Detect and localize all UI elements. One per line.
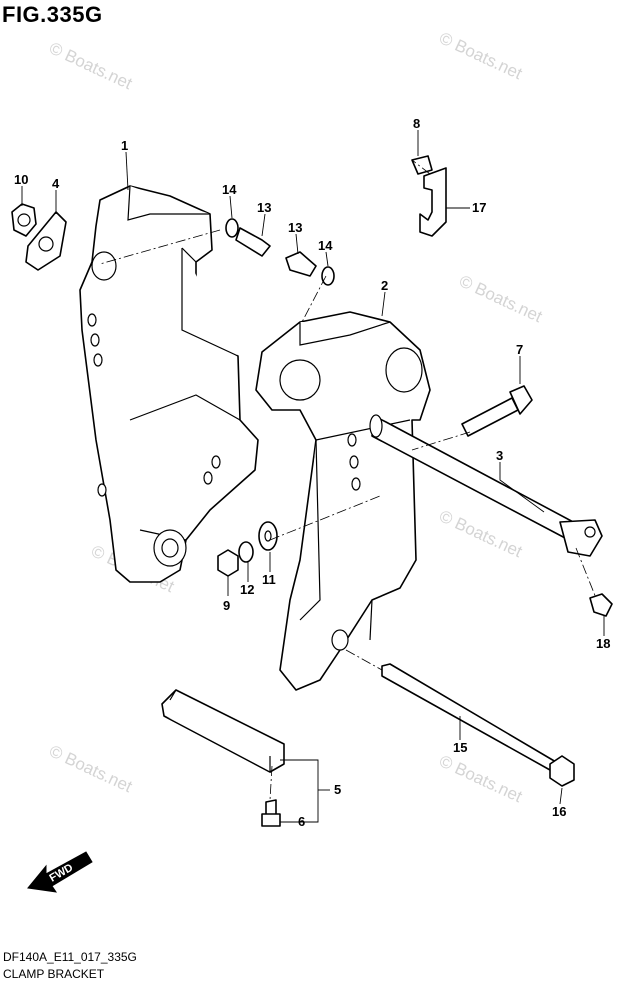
callout-16: 16 <box>552 804 566 819</box>
bolt-7 <box>461 385 533 437</box>
washer-14b <box>321 266 335 286</box>
callout-3: 3 <box>496 448 503 463</box>
callout-5: 5 <box>334 782 341 797</box>
callouts: 1 10 4 14 13 13 14 2 8 17 7 3 9 12 11 18… <box>14 116 610 829</box>
callout-17: 17 <box>472 200 486 215</box>
nut-10 <box>11 203 37 237</box>
plate-5 <box>161 689 285 773</box>
watermark: © Boats.net <box>436 506 525 561</box>
leader-lines <box>21 130 605 823</box>
washer-11 <box>258 521 278 551</box>
callout-18: 18 <box>596 636 610 651</box>
bolt-18 <box>589 593 613 617</box>
rod-15 <box>381 663 557 771</box>
washer-14a <box>225 218 239 238</box>
watermark: © Boats.net <box>46 741 135 796</box>
forward-arrow-icon: FWD <box>27 851 93 893</box>
callout-4: 4 <box>52 176 60 191</box>
clip-17 <box>419 167 447 237</box>
watermark: © Boats.net <box>436 28 525 83</box>
callout-13a: 13 <box>257 200 271 215</box>
callout-1: 1 <box>121 138 128 153</box>
nut-16 <box>549 755 575 787</box>
callout-13b: 13 <box>288 220 302 235</box>
watermark: © Boats.net <box>456 271 545 326</box>
callout-10: 10 <box>14 172 28 187</box>
callout-14b: 14 <box>318 238 333 253</box>
washer-12 <box>238 541 254 563</box>
bolt-13a <box>235 227 271 257</box>
callout-6: 6 <box>298 814 305 829</box>
screw-6 <box>261 799 281 827</box>
watermark: © Boats.net <box>436 751 525 806</box>
figure-name: CLAMP BRACKET <box>3 967 105 981</box>
watermark: © Boats.net <box>46 38 135 93</box>
callout-15: 15 <box>453 740 467 755</box>
callout-12: 12 <box>240 582 254 597</box>
figure-code: DF140A_E11_017_335G <box>3 950 137 964</box>
clamp-bracket-right <box>255 311 431 691</box>
callout-9: 9 <box>223 598 230 613</box>
callout-8: 8 <box>413 116 420 131</box>
callout-11: 11 <box>262 572 276 587</box>
callout-7: 7 <box>516 342 523 357</box>
callout-2: 2 <box>381 278 388 293</box>
clamp-bracket-left <box>79 185 259 583</box>
figure-title: FIG.335G <box>2 2 103 27</box>
bolt-8 <box>411 155 433 175</box>
center-lines <box>99 159 597 801</box>
callout-14a: 14 <box>222 182 237 197</box>
nut-9 <box>217 549 239 577</box>
fwd-label: FWD <box>48 862 76 885</box>
bolt-13b <box>285 251 317 277</box>
tilt-tube <box>369 414 603 557</box>
